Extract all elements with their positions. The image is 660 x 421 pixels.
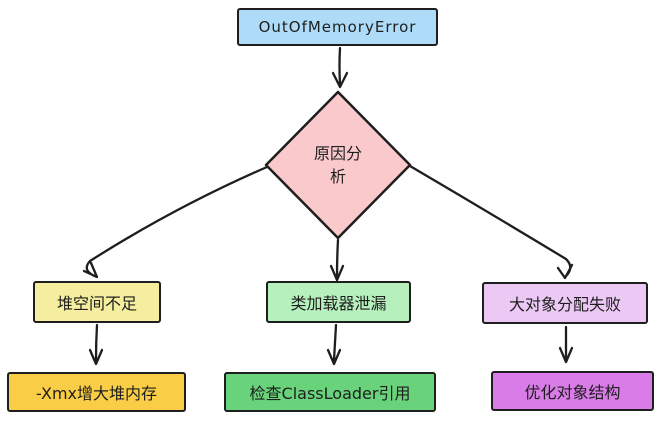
node-fix-xmx-heap: -Xmx增大堆内存: [7, 372, 186, 412]
edge-decision-to-heap-icon: [82, 165, 269, 279]
edge-heap-to-fix-icon: [88, 323, 104, 366]
node-fix-check-classloader: 检查ClassLoader引用: [224, 372, 436, 412]
edge-largeobject-to-fix-icon: [558, 325, 574, 364]
node-cause-classloader-leak: 类加载器泄漏: [266, 281, 411, 323]
node-fix-optimize-object: 优化对象结构: [491, 371, 654, 411]
edge-decision-to-largeobject-icon: [408, 164, 574, 280]
node-outofmemoryerror: OutOfMemoryError: [237, 8, 438, 46]
edge-classloader-to-fix-icon: [326, 323, 342, 366]
edge-root-to-decision-icon: [331, 46, 349, 89]
decision-diamond-shape: [264, 90, 412, 240]
decision-line-2: 析: [329, 167, 346, 186]
node-cause-heap-space: 堆空间不足: [33, 281, 161, 323]
node-decision-label: 原因分 析: [278, 133, 398, 197]
decision-line-1: 原因分: [313, 143, 362, 163]
edge-decision-to-classloader-icon: [329, 238, 345, 282]
node-cause-large-object: 大对象分配失败: [482, 282, 648, 324]
